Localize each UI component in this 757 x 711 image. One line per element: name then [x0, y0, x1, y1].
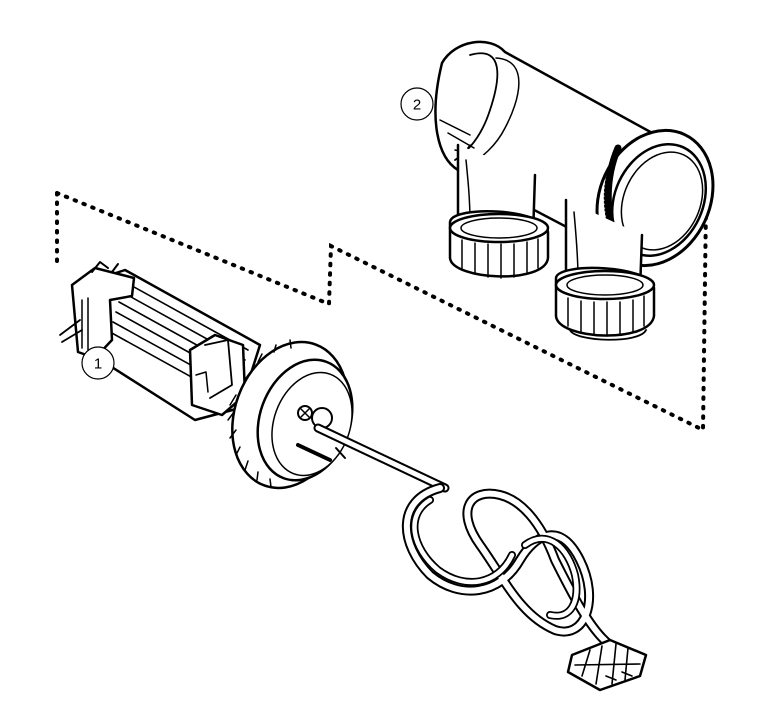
callout-1-label: 1	[94, 356, 102, 373]
callout-2-label: 2	[413, 97, 421, 114]
assembly-guide-dotted-line	[55, 191, 708, 434]
callout-1: 1	[81, 346, 115, 380]
callout-1-circle	[81, 346, 115, 380]
cell-housing	[434, 40, 715, 341]
callout-2-circle	[400, 87, 434, 121]
electrode-cartridge	[59, 261, 648, 692]
callout-2: 2	[400, 87, 434, 121]
